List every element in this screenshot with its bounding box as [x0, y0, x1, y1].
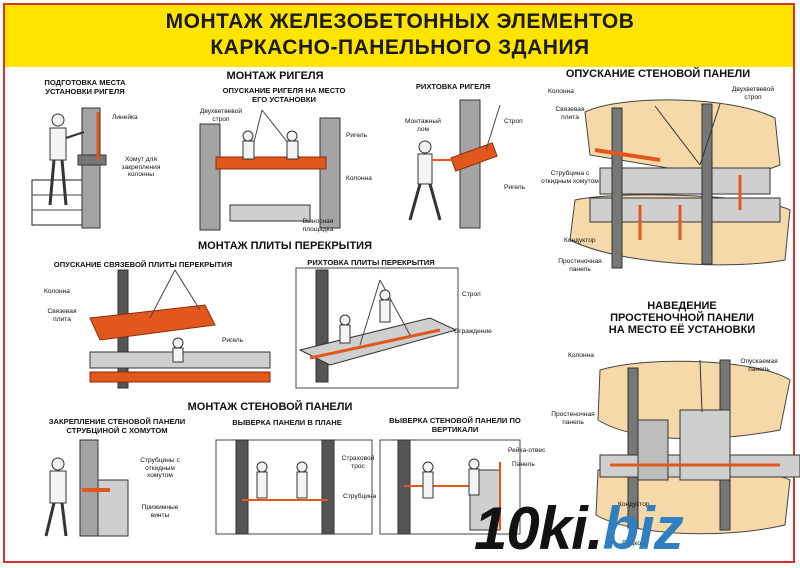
plan-heading: ВЫВЕРКА ПАНЕЛИ В ПЛАНЕ — [232, 418, 342, 427]
rigel-illustration — [199, 109, 341, 231]
guide-heading: НАВЕДЕНИЕ ПРОСТЕНОЧНОЙ ПАНЕЛИ НА МЕСТО Е… — [608, 300, 756, 336]
plan-illustration — [215, 439, 373, 535]
label-svyaz-plita-1: Связевая плита — [555, 106, 585, 121]
wallpanel-heading: МОНТАЖ СТЕНОВОЙ ПАНЕЛИ — [187, 401, 353, 413]
slab-align-illustration — [295, 267, 459, 389]
fix-illustration — [44, 439, 129, 537]
label-lineyka: Линейка — [112, 114, 138, 121]
label-panel: Панель — [512, 461, 535, 468]
label-strakh-tros: Страховой трос — [341, 455, 375, 470]
label-strop-1: Строп — [504, 118, 523, 125]
watermark: 10ki.biz — [474, 494, 684, 563]
label-podkosa: Подкоса — [622, 540, 648, 547]
label-strubtsiny-1: Струбцина с откидным хомутом — [541, 170, 599, 185]
label-konduktor-1: Кондуктор — [564, 237, 596, 244]
title-line-1: МОНТАЖ ЖЕЛЕЗОБЕТОННЫХ ЭЛЕМЕНТОВ — [165, 10, 635, 33]
prep-illustration — [31, 107, 107, 229]
label-rigel-1: Ригель — [346, 132, 368, 139]
label-strubtsiny-2: Струбцины с откидным хомутом — [140, 457, 180, 479]
rigel-align-heading: РИХТОВКА РИГЕЛЯ — [415, 82, 491, 91]
label-strop-2: Строп — [462, 291, 481, 298]
label-prizhim: Прижимные винты — [141, 504, 179, 519]
rigel-heading: МОНТАЖ РИГЕЛЯ — [226, 70, 324, 82]
slab-heading: МОНТАЖ ПЛИТЫ ПЕРЕКРЫТИЯ — [198, 240, 372, 252]
rigel-align-illustration — [408, 99, 501, 229]
label-reyka: Рейка-отвес — [508, 447, 546, 454]
prep-heading: ПОДГОТОВКА МЕСТА УСТАНОВКИ РИГЕЛЯ — [44, 78, 126, 96]
label-kolonna-4: Колонна — [568, 352, 594, 359]
wall-lower-illustration — [569, 99, 791, 269]
title-line-2: КАРКАСНО-ПАНЕЛЬНОГО ЗДАНИЯ — [210, 36, 590, 59]
label-dvukh-2: Двухветвевой строп — [731, 86, 775, 101]
label-ograzhdenie: Ограждение — [454, 328, 492, 335]
title-bar — [5, 5, 795, 67]
fix-heading: ЗАКРЕПЛЕНИЕ СТЕНОВОЙ ПАНЕЛИ СТРУБЦИНОЙ С… — [48, 417, 186, 435]
label-konduktor-2: Кондуктор — [618, 501, 650, 508]
vert-heading: ВЫВЕРКА СТЕНОВОЙ ПАНЕЛИ ПО ВЕРТИКАЛИ — [389, 416, 521, 434]
label-opusk-panel: Опускаемая панель — [740, 358, 778, 373]
guide-illustration — [595, 359, 800, 535]
label-ploshchadka: Выносная площадка — [302, 218, 334, 233]
label-rigel-3: Ригель — [222, 337, 244, 344]
label-prosten-1: Простеночная панель — [558, 258, 602, 273]
slab-lower-illustration — [89, 269, 271, 389]
label-khomut: Хомут для закрепления колонны — [121, 156, 161, 178]
watermark-main: 10ki. — [474, 495, 603, 562]
label-dvukh-1: Двухветвевой строп — [199, 108, 243, 123]
label-kolonna-1: Колонна — [346, 175, 372, 182]
label-rigel-2: Ригель — [504, 184, 526, 191]
poster-frame — [3, 3, 795, 563]
slab-lower-heading: ОПУСКАНИЕ СВЯЗЕВОЙ ПЛИТЫ ПЕРЕКРЫТИЯ — [53, 260, 233, 269]
watermark-tld: biz — [602, 495, 683, 562]
label-strubtsina: Струбцина — [343, 493, 377, 500]
slab-align-heading: РИХТОВКА ПЛИТЫ ПЕРЕКРЫТИЯ — [307, 258, 435, 267]
wall-lower-heading: ОПУСКАНИЕ СТЕНОВОЙ ПАНЕЛИ — [565, 68, 751, 80]
rigel-lower-heading: ОПУСКАНИЕ РИГЕЛЯ НА МЕСТО ЕГО УСТАНОВКИ — [222, 86, 346, 104]
label-prosten-2: Простеночная панель — [551, 411, 595, 426]
vert-illustration — [379, 439, 521, 535]
label-kolonna-3: Колонна — [44, 288, 70, 295]
label-kolonna-2: Колонна — [548, 88, 574, 95]
label-lom: Монтажный лом — [405, 118, 441, 133]
label-svyaz-plita-2: Связевая плита — [47, 308, 77, 323]
